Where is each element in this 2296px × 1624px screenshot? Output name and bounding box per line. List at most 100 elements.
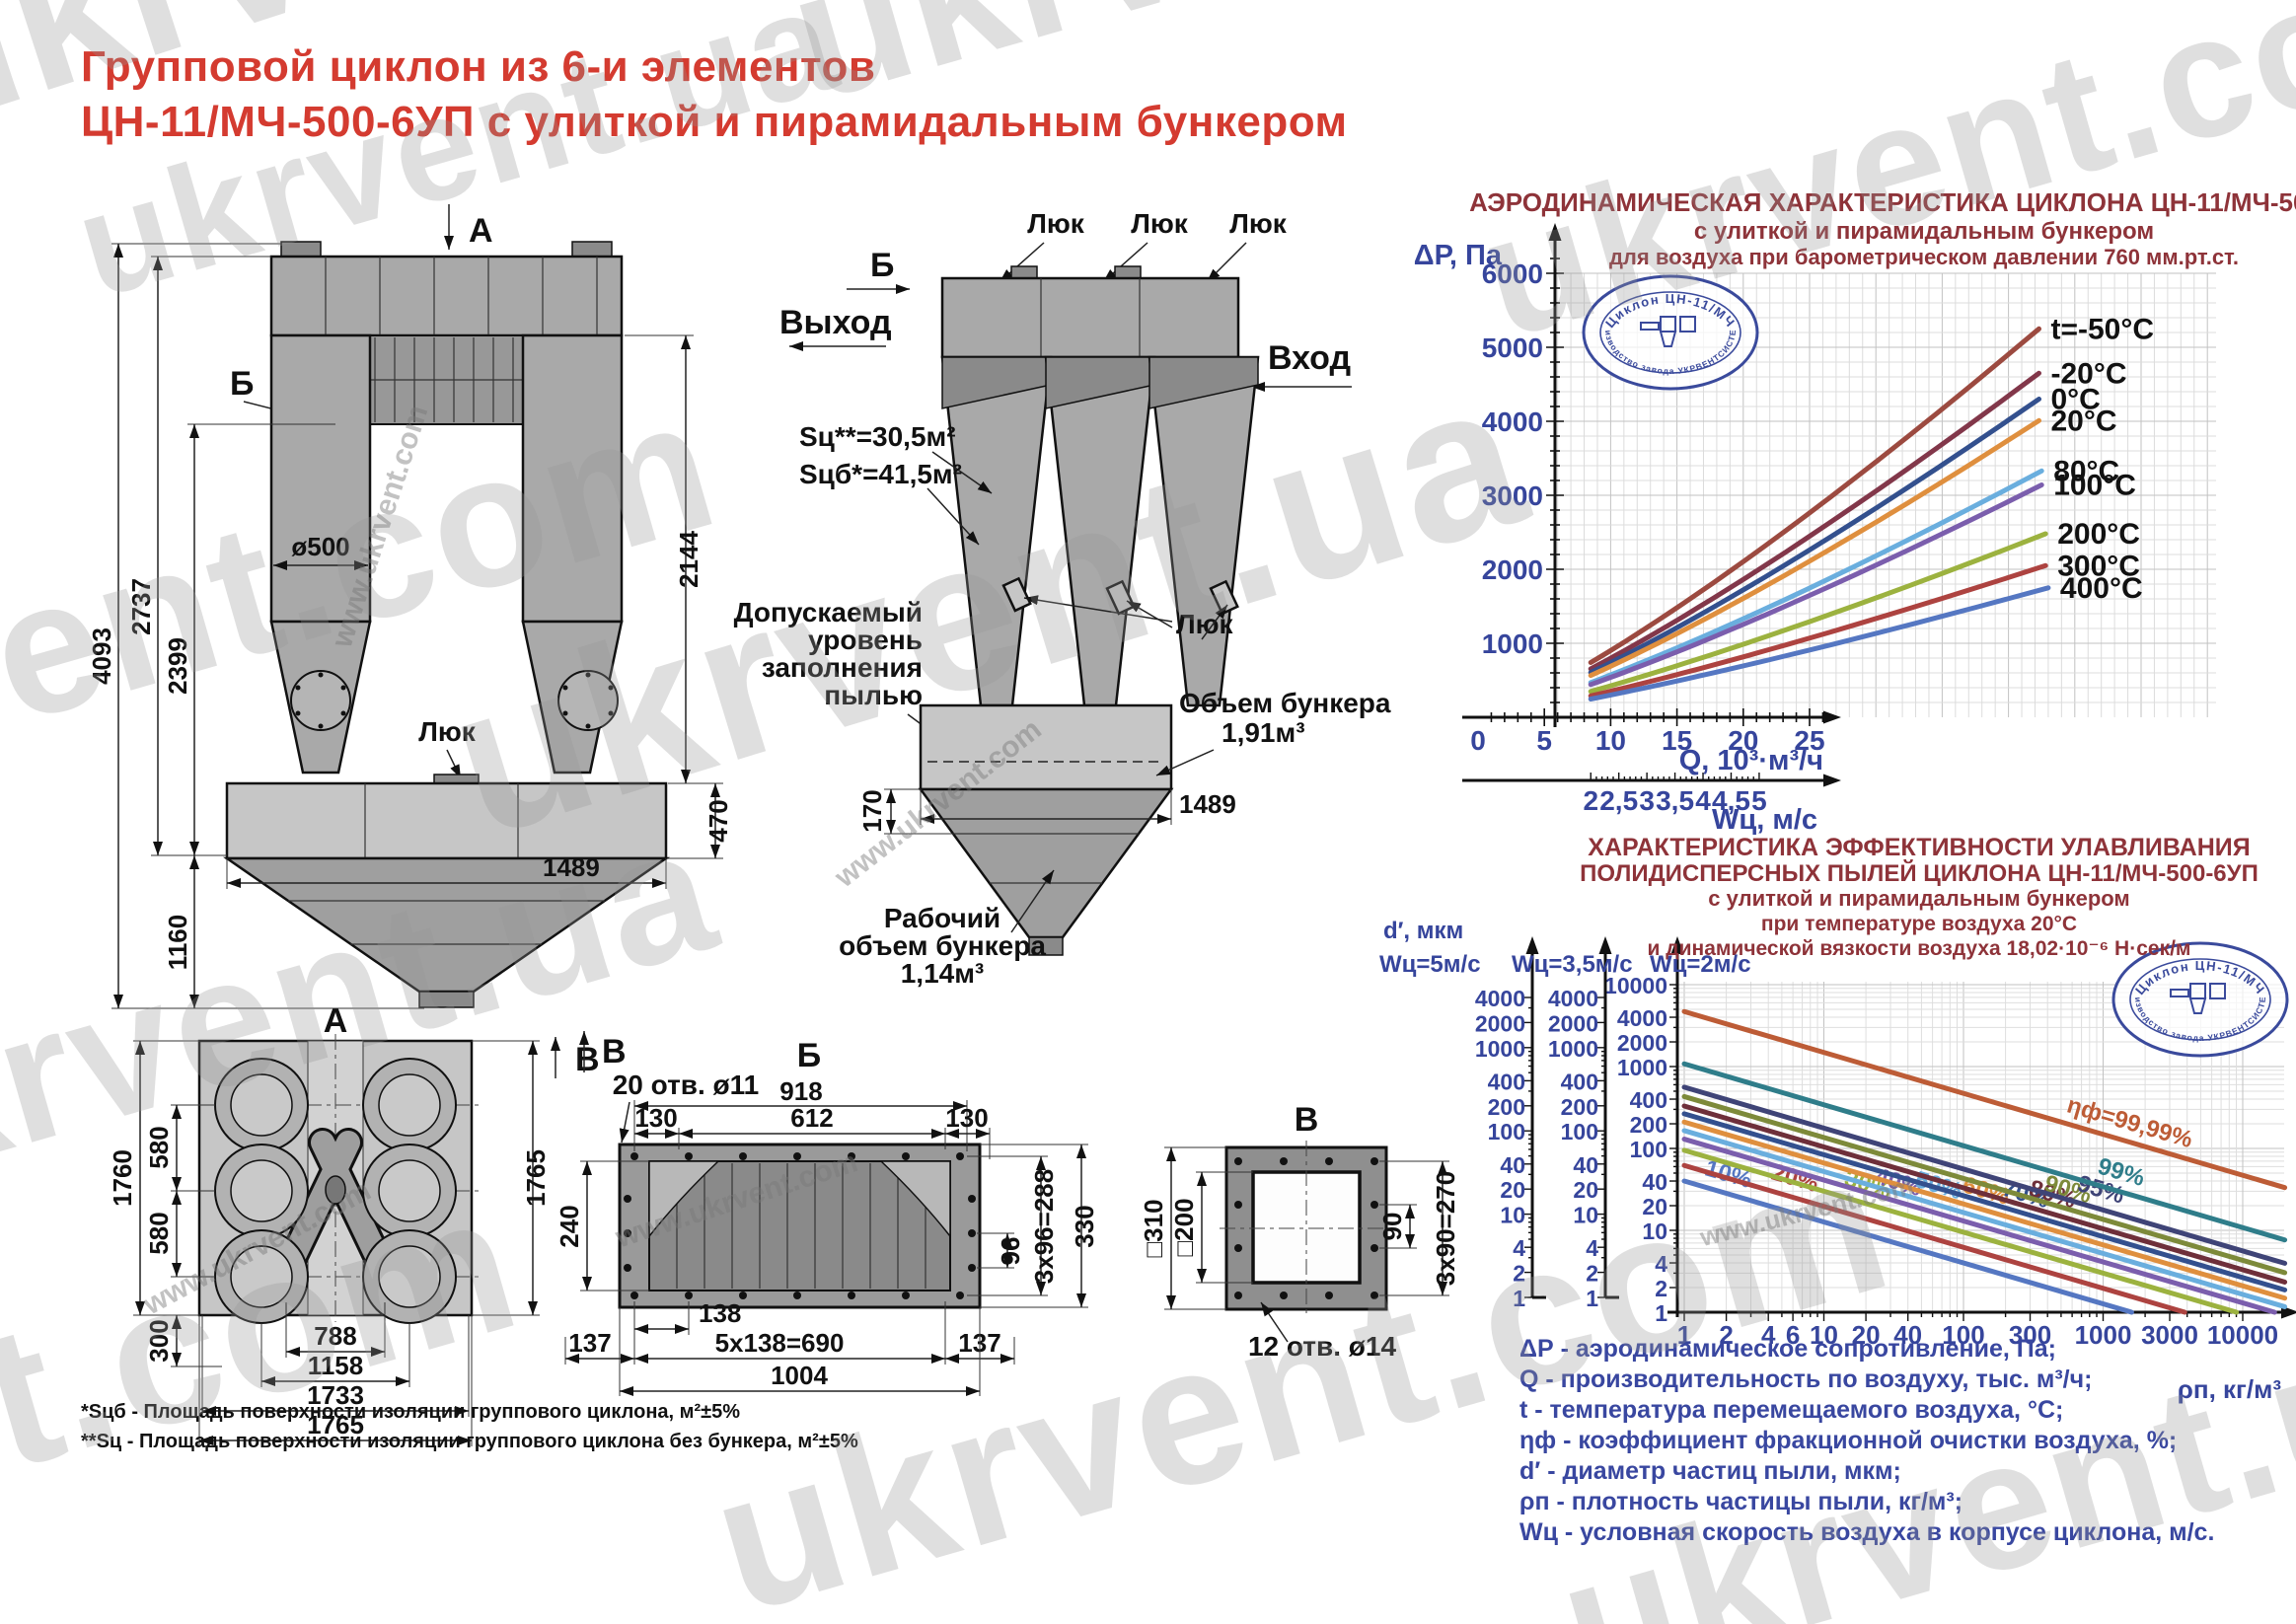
tick-label: 2000	[1617, 1030, 1667, 1056]
dim-138: 138	[699, 1298, 741, 1328]
side-s-labels: Sц**=30,5м² Sцб*=41,5м²	[799, 421, 993, 546]
dim-580b: 580	[144, 1212, 174, 1254]
stamp-cyclone-icon	[1640, 316, 1696, 347]
chart1-title: АЭРОДИНАМИЧЕСКАЯ ХАРАКТЕРИСТИКА ЦИКЛОНА …	[1469, 187, 2296, 217]
tick-label: 2	[1586, 1261, 1598, 1287]
tick-label: 100	[1561, 1119, 1598, 1144]
curve-label: 0°C	[2051, 384, 2101, 416]
tick-label: 5	[1536, 725, 1552, 756]
eff-line-30%	[1681, 1147, 2240, 1315]
dim-288: 3x96=288	[1029, 1169, 1059, 1284]
luk-label: Люк	[1229, 208, 1288, 239]
side-vol: Объем бункера 1,91м³	[1155, 688, 1391, 776]
front-pyramid	[222, 856, 671, 1008]
dim-1733: 1733	[307, 1380, 364, 1410]
tick-label: 2	[1583, 785, 1598, 816]
curve-label: 300°C	[2057, 550, 2140, 582]
curve-t=-50°C	[1588, 326, 2041, 665]
view-a-title: А	[324, 1002, 348, 1040]
dim-270: 3x90=270	[1431, 1171, 1460, 1286]
side-luk-mid: Люк	[1023, 595, 1234, 640]
side-work-vol: Рабочий объем бункера 1,14м³	[839, 869, 1055, 989]
view-v-title: В	[1295, 1101, 1319, 1139]
view-a-dims: 1760 580 580 300 1765 788 1158 1733 1765	[108, 1040, 551, 1446]
eff-line-ηф=99,99%	[1681, 1008, 2288, 1191]
dim-1489: 1489	[543, 852, 600, 882]
dim-4093: 4093	[87, 627, 116, 685]
holes-note: 12 отв. ø14	[1248, 1331, 1396, 1362]
eff-line-90%	[1681, 1093, 2288, 1276]
legend-item: Q - производительность по воздуху, тыс. …	[1519, 1366, 2093, 1393]
bunker-volume-value: 1,91м³	[1222, 717, 1305, 748]
view-b-holes-note: 20 отв. ø11	[613, 1070, 759, 1144]
tick-label: 0	[1470, 725, 1486, 756]
side-collector	[940, 265, 1240, 359]
work-vol-line2: объем бункера	[839, 930, 1046, 961]
section-v-label: В	[575, 1041, 600, 1078]
footnote-line1: *Sцб - Площадь поверхности изоляции груп…	[81, 1401, 740, 1423]
dim-1489: 1489	[1179, 789, 1236, 819]
luk-label: Люк	[1027, 208, 1085, 239]
tick-label: 4,5	[1712, 785, 1750, 816]
dim-1158: 1158	[308, 1351, 363, 1380]
chart1-ylabel: ΔР, Па	[1414, 240, 1503, 271]
side-view-drawing: Люк Люк Люк Б Выход Вход	[734, 208, 1391, 989]
eff-line-40%	[1681, 1137, 2277, 1315]
dim-612: 612	[790, 1103, 833, 1133]
dim-240: 240	[555, 1205, 584, 1247]
view-b-flange	[618, 1143, 982, 1309]
tick-label: 1000	[2075, 1320, 2132, 1350]
front-dia-dim: ø500	[273, 532, 368, 570]
chart1-condition: для воздуха при барометрическом давлении…	[1609, 245, 2239, 269]
view-b-dims: 918 130 612 130 240 96 3x96=288 330 138	[555, 1076, 1099, 1396]
tick-label: 1000	[1482, 628, 1543, 659]
chart2-axis3-label: Wц=2м/с	[1650, 951, 1751, 978]
tick-label: 20	[1500, 1177, 1525, 1203]
side-b-vyhod: Б Выход	[779, 247, 910, 351]
tick-label: 4000	[1548, 986, 1598, 1011]
legend-item: ΔР - аэродинамическое сопротивление, Па;	[1519, 1335, 2056, 1363]
front-luk: Люк	[418, 716, 480, 784]
tick-label: 10	[1810, 1320, 1838, 1350]
eff-line-10%	[1681, 1178, 2134, 1315]
section-a-label: А	[469, 212, 493, 250]
tick-label: 3	[1639, 785, 1655, 816]
view-b-title: Б	[797, 1037, 821, 1074]
dim-170: 170	[857, 789, 887, 832]
curve-20°C	[1588, 417, 2041, 679]
tick-label: 100	[1630, 1137, 1667, 1162]
curve-label: 200°C	[2057, 518, 2140, 551]
tick-label: 40	[1642, 1169, 1667, 1195]
tick-label: 4	[1655, 1251, 1667, 1277]
side-pyramid	[918, 787, 1174, 956]
tick-label: 200	[1630, 1112, 1667, 1138]
luk-label: Люк	[1131, 208, 1189, 239]
dim-200: □200	[1169, 1198, 1199, 1256]
front-view-drawing: А Б	[87, 204, 733, 1078]
stamp-cyclone-icon	[2170, 983, 2226, 1014]
curve-label: 20°C	[2051, 405, 2117, 437]
side-cyclones	[940, 355, 1260, 707]
tick-label: 10	[1642, 1218, 1667, 1244]
dim-1760: 1760	[108, 1149, 137, 1207]
tick-label: 40	[1573, 1152, 1598, 1178]
work-vol-line1: Рабочий	[884, 903, 1000, 933]
chart2-axis1-label: Wц=5м/с	[1379, 951, 1481, 978]
tick-label: 10	[1595, 725, 1626, 756]
inlet-label: Вход	[1268, 339, 1351, 377]
side-bunker	[919, 703, 1173, 791]
front-bunker	[225, 781, 668, 860]
legend-item: Wц - условная скорость воздуха в корпусе…	[1519, 1518, 2215, 1546]
legend-item: ηф - коэффициент фракционной очистки воз…	[1519, 1427, 2178, 1454]
luk-label: Люк	[418, 716, 477, 747]
curve-80°C	[1588, 468, 2044, 686]
view-v-drawing: В □310 □200 90 3x90=270 12 отв. ø14	[1139, 1101, 1460, 1362]
eff-line-95%	[1681, 1084, 2288, 1266]
tick-label: 200	[1488, 1094, 1525, 1120]
outlet-label: Выход	[779, 304, 892, 341]
tick-label: 2000	[1548, 1010, 1598, 1036]
eff-line-50%	[1681, 1128, 2288, 1309]
dim-90: 90	[1377, 1213, 1407, 1241]
symbols-legend: ΔР - аэродинамическое сопротивление, Па;…	[1519, 1334, 2214, 1548]
